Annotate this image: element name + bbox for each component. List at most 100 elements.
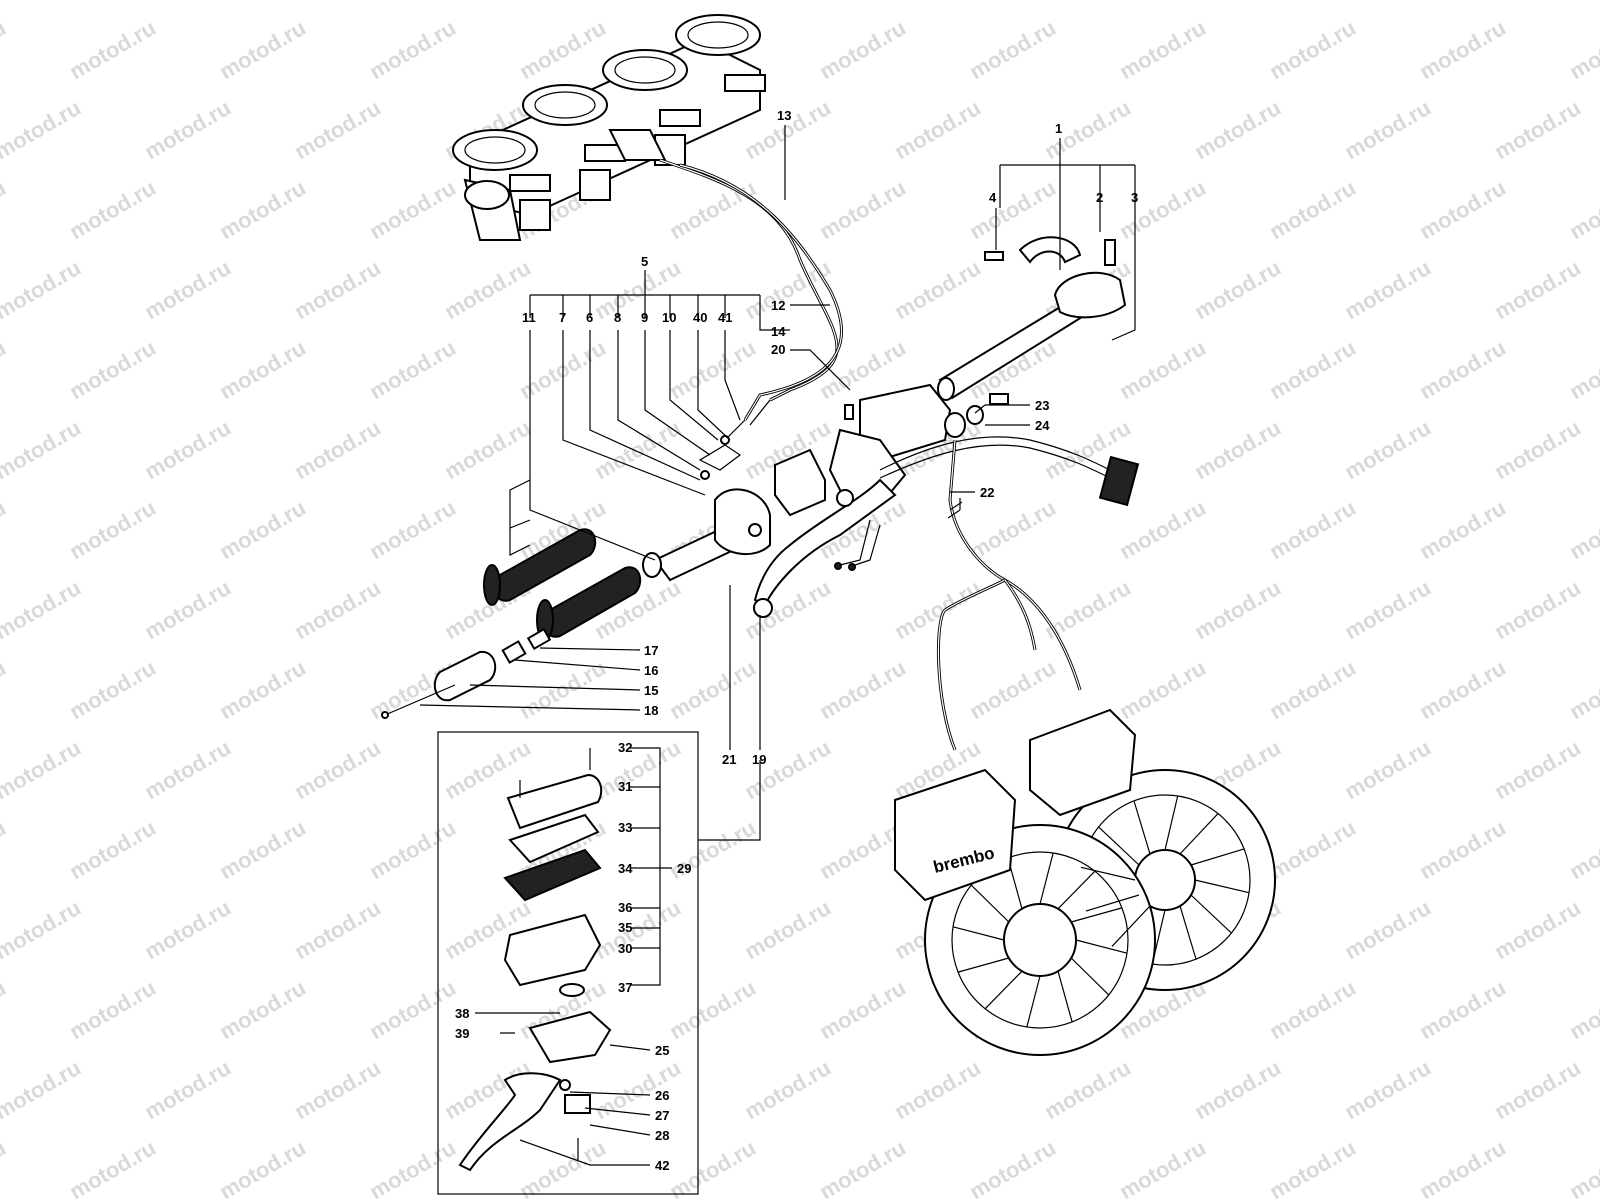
- callout-38: 38: [455, 1006, 469, 1021]
- callout-4: 4: [989, 190, 997, 205]
- watermark-text: motod.ru: [1115, 495, 1210, 564]
- watermark-text: motod.ru: [815, 1135, 910, 1200]
- watermark-text: motod.ru: [365, 815, 460, 884]
- watermark-text: motod.ru: [1265, 975, 1360, 1044]
- watermark-text: motod.ru: [1565, 815, 1600, 884]
- watermark-text: motod.ru: [0, 975, 10, 1044]
- disc-spoke: [1190, 848, 1245, 866]
- watermark-text: motod.ru: [890, 575, 985, 644]
- callout-labels: 1 2 3 4 5 6 7 8 9 10 11 12 13 14 15 16 1…: [455, 108, 1138, 1173]
- watermark-text: motod.ru: [1265, 335, 1360, 404]
- watermark-text: motod.ru: [0, 735, 85, 804]
- watermark-text: motod.ru: [65, 495, 160, 564]
- disc-spoke: [1057, 971, 1073, 1023]
- disc-spoke: [1179, 905, 1197, 960]
- watermark-text: motod.ru: [1415, 1135, 1510, 1200]
- watermark-text: motod.ru: [140, 415, 235, 484]
- watermark-text: motod.ru: [1490, 575, 1585, 644]
- disc-spoke: [1075, 939, 1128, 954]
- watermark-text: motod.ru: [290, 895, 385, 964]
- callout-18: 18: [644, 703, 658, 718]
- watermark-text: motod.ru: [1415, 335, 1510, 404]
- callout-28: 28: [655, 1128, 669, 1143]
- disc-spoke: [1080, 866, 1136, 881]
- watermark-text: motod.ru: [1415, 655, 1510, 724]
- watermark-text: motod.ru: [1190, 1055, 1285, 1124]
- watermark-text: motod.ru: [290, 0, 385, 4]
- throttle-grip-assembly: [381, 435, 771, 719]
- callout-2: 2: [1096, 190, 1103, 205]
- watermark-text: motod.ru: [0, 255, 85, 324]
- callout-6: 6: [586, 310, 593, 325]
- watermark-text: motod.ru: [1040, 0, 1135, 4]
- disc-spoke: [1190, 894, 1232, 934]
- watermark-text: motod.ru: [65, 975, 160, 1044]
- watermark-text: motod.ru: [215, 175, 310, 244]
- callout-8: 8: [614, 310, 621, 325]
- callout-30: 30: [618, 941, 632, 956]
- handlebar-assembly: [937, 236, 1127, 401]
- watermark-text: motod.ru: [1565, 655, 1600, 724]
- callout-27: 27: [655, 1108, 669, 1123]
- watermark-text: motod.ru: [815, 15, 910, 84]
- callout-26: 26: [655, 1088, 669, 1103]
- watermark-text: motod.ru: [965, 15, 1060, 84]
- watermark-text: motod.ru: [890, 0, 985, 4]
- callout-13: 13: [777, 108, 791, 123]
- disc-spoke: [1070, 957, 1110, 996]
- callout-23: 23: [1035, 398, 1049, 413]
- watermark-text: motod.ru: [590, 895, 685, 964]
- watermark-text: motod.ru: [1565, 495, 1600, 564]
- disc-spoke: [1111, 905, 1151, 947]
- watermark-text: motod.ru: [665, 1135, 760, 1200]
- watermark-text: motod.ru: [290, 1055, 385, 1124]
- watermark-text: motod.ru: [0, 0, 85, 4]
- callout-33: 33: [618, 820, 632, 835]
- disc-spoke: [1098, 826, 1140, 866]
- watermark-text: motod.ru: [1190, 0, 1285, 4]
- watermark-text: motod.ru: [590, 415, 685, 484]
- watermark-text: motod.ru: [965, 495, 1060, 564]
- watermark-text: motod.ru: [1265, 175, 1360, 244]
- callout-10: 10: [662, 310, 676, 325]
- watermark-text: motod.ru: [740, 255, 835, 324]
- callout-25: 25: [655, 1043, 669, 1058]
- watermark-text: motod.ru: [0, 415, 85, 484]
- watermark-text: motod.ru: [1115, 655, 1210, 724]
- callout-22: 22: [980, 485, 994, 500]
- watermark-text: motod.ru: [65, 815, 160, 884]
- watermark-text: motod.ru: [1340, 895, 1435, 964]
- watermark-text: motod.ru: [0, 15, 10, 84]
- callout-29: 29: [677, 861, 691, 876]
- watermark-text: motod.ru: [890, 95, 985, 164]
- brake-hose: [936, 439, 1082, 751]
- watermark-text: motod.ru: [1340, 415, 1435, 484]
- watermark-text: motod.ru: [0, 335, 10, 404]
- watermark-text: motod.ru: [215, 335, 310, 404]
- watermark-text: motod.ru: [290, 95, 385, 164]
- throttle-cables: [659, 158, 843, 441]
- watermark-text: motod.ru: [65, 1135, 160, 1200]
- watermark-text: motod.ru: [665, 975, 760, 1044]
- disc-spoke: [1026, 975, 1041, 1028]
- watermark-text: motod.ru: [965, 175, 1060, 244]
- disc-spoke: [1133, 800, 1151, 855]
- watermark-text: motod.ru: [890, 255, 985, 324]
- master-cylinder-inset: [437, 731, 699, 1195]
- watermark-text: motod.ru: [515, 15, 610, 84]
- watermark-text: motod.ru: [1115, 1135, 1210, 1200]
- watermark-text: motod.ru: [65, 335, 160, 404]
- leader-lines: [419, 125, 1136, 1166]
- watermark-text: motod.ru: [1115, 15, 1210, 84]
- watermark-text: motod.ru: [1340, 735, 1435, 804]
- callout-39: 39: [455, 1026, 469, 1041]
- callout-17: 17: [644, 643, 658, 658]
- watermark-text: motod.ru: [1190, 95, 1285, 164]
- watermark-text: motod.ru: [1115, 175, 1210, 244]
- watermark-text: motod.ru: [1565, 175, 1600, 244]
- watermark-text: motod.ru: [290, 575, 385, 644]
- disc-spoke: [1085, 894, 1140, 912]
- watermark-text: motod.ru: [1115, 335, 1210, 404]
- watermark-text: motod.ru: [1565, 15, 1600, 84]
- watermark-text: motod.ru: [665, 335, 760, 404]
